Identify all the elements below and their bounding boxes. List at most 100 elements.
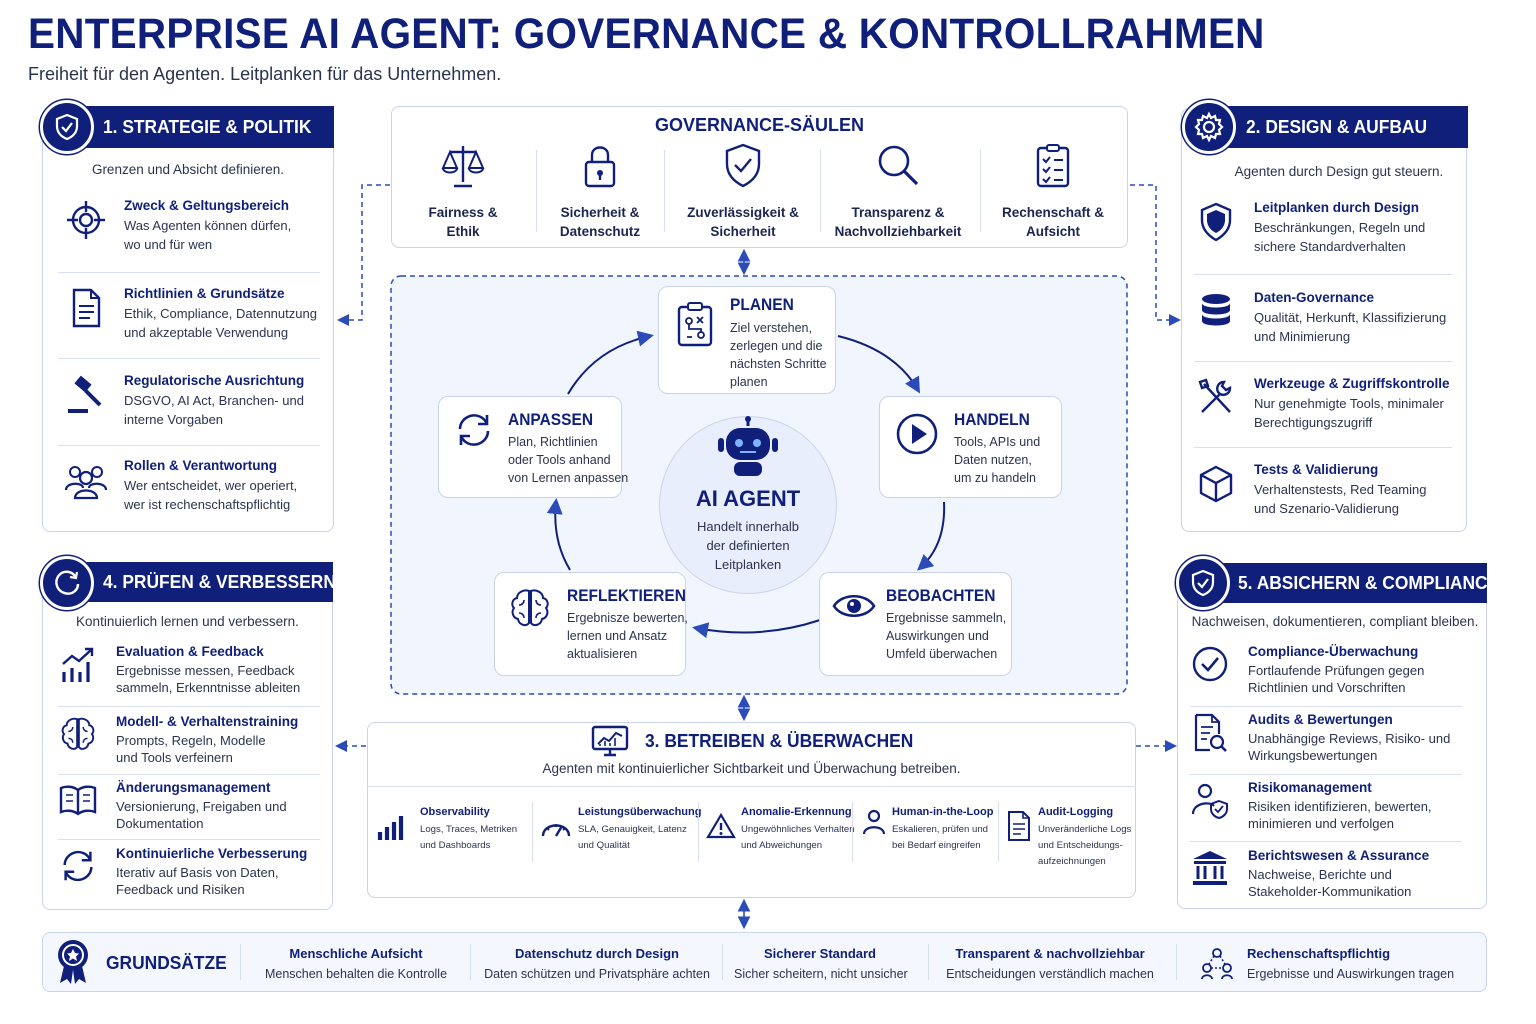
item-title: Modell- & Verhaltenstraining (116, 714, 299, 729)
ai-agent-title: AI AGENT (695, 486, 801, 511)
checklist-icon (978, 142, 1128, 195)
principle-title: Rechenschaftspflichtig (1247, 946, 1391, 961)
award-ribbon-icon (54, 936, 92, 991)
section-design-desc: Agenten durch Design gut steuern. (1234, 164, 1444, 179)
item-desc: Feedback und Risiken (116, 882, 245, 897)
section-compliance-desc: Nachweisen, dokumentieren, compliant ble… (1191, 614, 1479, 629)
pillar-label: Datenschutz (559, 224, 641, 239)
item-desc: Unabhängige Reviews, Risiko- und (1248, 731, 1451, 746)
item-title: Kontinuierliche Verbesserung (116, 846, 308, 861)
governance-pillars-title: GOVERNANCE-SÄULEN (654, 115, 864, 135)
divider (980, 150, 981, 232)
cycle-step-desc-line: Umfeld überwachen (886, 647, 998, 661)
cycle-step-reflect: REFLEKTIEREN Ergebnisze bewerten,lernen … (494, 572, 688, 676)
item-desc: DSGVO, AI Act, Branchen- und (124, 393, 304, 408)
item-desc: Beschränkungen, Regeln und (1254, 220, 1426, 235)
divider (470, 944, 471, 980)
divider (1190, 841, 1462, 842)
divider (536, 150, 537, 232)
item-desc: Berechtigungszugriff (1254, 415, 1373, 430)
monitor-item-desc: und Dashboards (420, 840, 491, 851)
item-desc: und akzeptable Verwendung (124, 325, 289, 340)
monitor-item-title: Anomalie-Erkennung (741, 806, 852, 818)
divider (1176, 944, 1177, 980)
section-operate-desc: Agenten mit kontinuierlicher Sichtbarkei… (542, 761, 961, 776)
database-icon (1192, 290, 1240, 334)
monitor-item-desc: SLA, Genauigkeit, Latenz (578, 824, 687, 835)
pillar-label: Aufsicht (1026, 224, 1080, 239)
monitor-item-title: Human-in-the-Loop (892, 806, 994, 818)
principle-desc: Menschen behalten die Kontrolle (264, 967, 448, 981)
section-strategy-desc: Grenzen und Absicht definieren. (91, 162, 285, 177)
item-desc: Nur genehmigte Tools, minimaler (1254, 396, 1444, 411)
check-circle-icon (1186, 644, 1234, 684)
ai-agent-desc-line: Leitplanken (714, 557, 782, 572)
pillar-label: Zuverlässigkeit & (687, 205, 799, 220)
item-desc: Stakeholder-Kommunikation (1248, 884, 1412, 899)
divider (928, 944, 929, 980)
clipboard-flow-icon (675, 301, 715, 354)
cycle-step-desc-line: aktualisieren (567, 647, 638, 661)
item-title: Werkzeuge & Zugriffskontrolle (1254, 376, 1450, 391)
monitor-item-desc: Ungewöhnliches Verhalten (741, 824, 855, 835)
divider (1190, 774, 1462, 775)
monitor-item-desc: und Entscheidungs- (1038, 840, 1123, 851)
cycle-step-desc-line: Plan, Richtlinien (508, 435, 598, 449)
monitor-item-desc: Logs, Traces, Metriken (420, 824, 518, 835)
shield-icon (1192, 200, 1240, 244)
item-title: Audits & Bewertungen (1248, 712, 1393, 727)
robot-icon (712, 412, 784, 489)
item-desc: Ergebnisse messen, Feedback (116, 663, 295, 678)
cycle-step-desc-line: oder Tools anhand (508, 453, 611, 467)
divider (1194, 361, 1452, 362)
monitor-item-desc: Eskalieren, prüfen und (892, 824, 988, 835)
divider (998, 802, 999, 862)
team-icon (62, 458, 110, 502)
loop-icon (40, 556, 94, 610)
divider (367, 786, 1136, 787)
divider (1194, 447, 1452, 448)
document-icon (62, 286, 110, 330)
item-desc: Wirkungsbewertungen (1248, 748, 1378, 763)
divider (722, 944, 723, 980)
pillar-transparency: Transparenz & Nachvollziehbarkeit (823, 142, 973, 241)
principles-bar (42, 932, 1487, 992)
principle-desc: Daten schützen und Privatsphäre achten (484, 967, 710, 981)
cycle-step-desc-line: Ergebnisse sammeln, (886, 611, 1007, 625)
item-desc: Ethik, Compliance, Datennutzung (124, 306, 317, 321)
pillar-label: Sicherheit (710, 224, 776, 239)
cycle-step-desc-line: Auswirkungen und (886, 629, 989, 643)
divider (58, 706, 320, 707)
pillar-label: Transparenz & (851, 205, 945, 220)
audit-document-icon (1186, 712, 1234, 754)
principle-desc: Sicher scheitern, nicht unsicher (734, 967, 908, 981)
item-desc: Verhaltenstests, Red Teaming (1254, 482, 1427, 497)
bar-chart-icon (376, 812, 408, 854)
monitor-item-title: Observability (420, 806, 490, 818)
monitor-item-desc: und Abweichungen (741, 840, 823, 851)
item-title: Berichtswesen & Assurance (1248, 848, 1430, 863)
play-icon (894, 411, 940, 462)
pillar-label: Rechenschaft & (1001, 205, 1105, 220)
principle-title: Transparent & nachvollziehbar (955, 946, 1145, 961)
divider (698, 802, 699, 862)
cycle-step-desc-line: lernen und Ansatz (567, 629, 668, 643)
section-strategy-panel (42, 108, 334, 532)
item-title: Leitplanken durch Design (1254, 200, 1420, 215)
divider (1190, 706, 1462, 707)
cycle-step-title: REFLEKTIEREN (567, 587, 686, 605)
item-title: Richtlinien & Grundsätze (124, 286, 285, 301)
section-compliance-header: 5. ABSICHERN & COMPLIANCE (1200, 563, 1499, 603)
